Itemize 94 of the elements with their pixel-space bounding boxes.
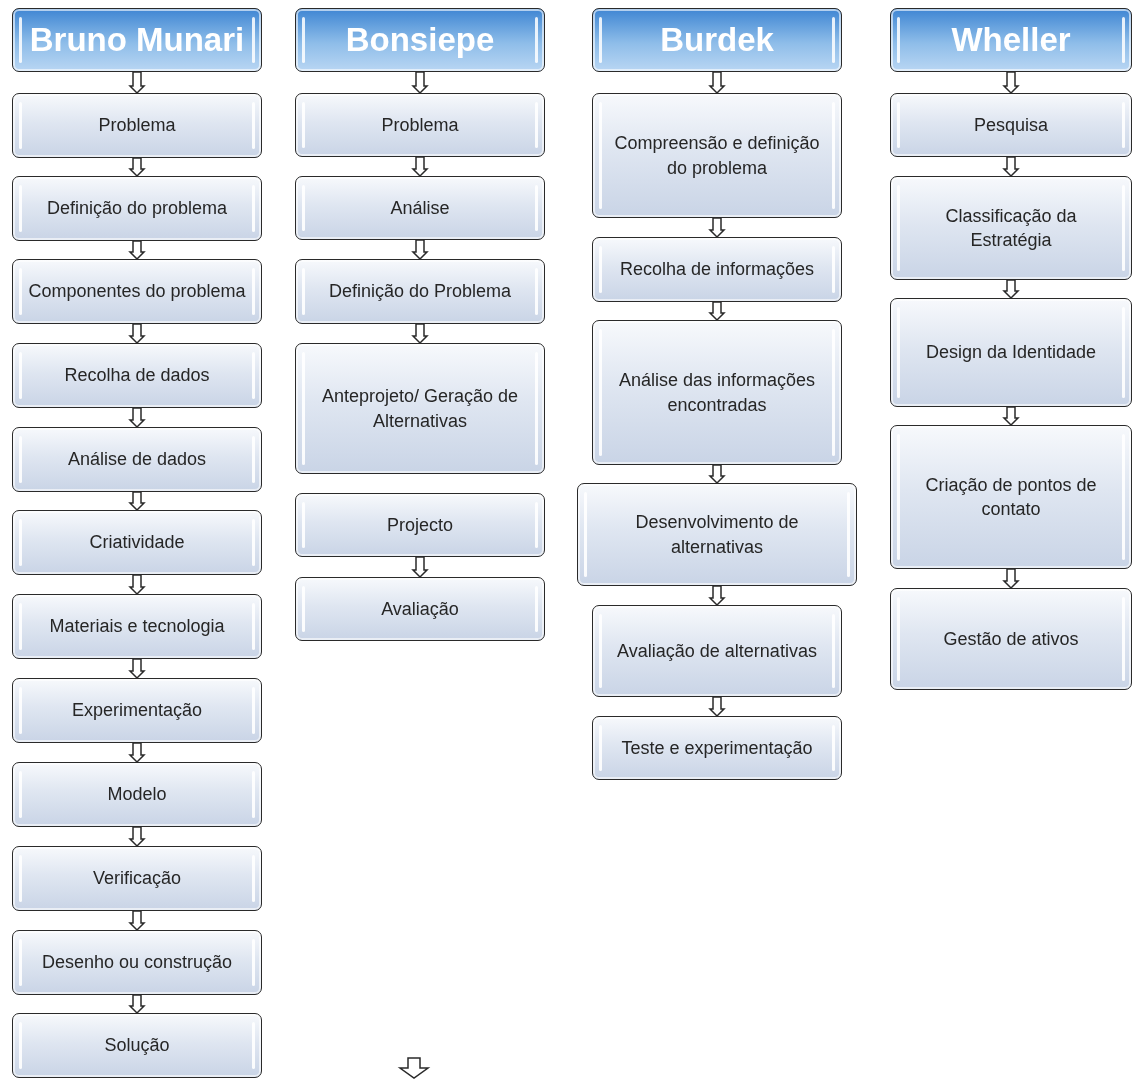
- arrow: [128, 71, 146, 95]
- step-label: Análise: [390, 196, 450, 220]
- step-label: Compreensão e definição do problema: [613, 132, 821, 180]
- step-label: Definição do Problema: [328, 280, 512, 304]
- process-box: [12, 93, 262, 158]
- step-label: Solução: [104, 1034, 170, 1058]
- arrow: [411, 323, 429, 345]
- column-title: Burdek: [660, 19, 774, 60]
- arrow: [128, 910, 146, 932]
- arrow: [708, 464, 726, 485]
- arrow: [128, 994, 146, 1015]
- arrow: [411, 556, 429, 579]
- process-box: [295, 176, 545, 240]
- process-box: [12, 510, 262, 575]
- step-label: Gestão de ativos: [943, 627, 1079, 651]
- process-box: [12, 594, 262, 659]
- arrow: [411, 239, 429, 261]
- process-box: [592, 320, 842, 465]
- step-label: Design da Identidade: [925, 341, 1097, 365]
- header-box: [592, 8, 842, 72]
- step-label: Pesquisa: [973, 113, 1049, 137]
- process-box: [12, 427, 262, 492]
- column-title: Bonsiepe: [345, 19, 495, 60]
- process-box: [12, 259, 262, 324]
- process-box: [12, 762, 262, 827]
- step-label: Avaliação: [381, 597, 459, 621]
- arrow: [128, 157, 146, 178]
- process-box: [577, 483, 857, 586]
- process-box: [592, 93, 842, 218]
- process-box: [592, 237, 842, 302]
- process-box: [890, 298, 1132, 407]
- step-label: Projecto: [386, 513, 453, 537]
- step-label: Desenho ou construção: [41, 951, 233, 975]
- process-box: [592, 716, 842, 780]
- step-label: Criação de pontos de contato: [924, 473, 1098, 521]
- process-box: [890, 425, 1132, 569]
- header-box: [295, 8, 545, 72]
- process-box: [890, 176, 1132, 280]
- process-box: [12, 343, 262, 408]
- process-box: [295, 343, 545, 474]
- process-box: [12, 1013, 262, 1078]
- arrow: [128, 323, 146, 345]
- column-title: Wheller: [951, 19, 1071, 60]
- arrow: [708, 696, 726, 718]
- arrow: [1002, 568, 1020, 590]
- process-box: [12, 846, 262, 911]
- step-label: Modelo: [107, 783, 167, 807]
- process-box: [295, 493, 545, 557]
- arrow: [1002, 156, 1020, 178]
- arrow: [128, 826, 146, 848]
- step-label: Recolha de informações: [619, 258, 815, 282]
- step-label: Teste e experimentação: [621, 736, 813, 760]
- arrow: [411, 156, 429, 178]
- step-label: Definição do problema: [46, 197, 228, 221]
- column-title: Bruno Munari: [29, 19, 245, 60]
- step-label: Recolha de dados: [64, 364, 210, 388]
- process-box: [890, 588, 1132, 690]
- arrow: [1002, 71, 1020, 95]
- arrow: [708, 301, 726, 322]
- arrow: [411, 71, 429, 95]
- step-label: Componentes do problema: [28, 280, 246, 304]
- arrow: [128, 491, 146, 512]
- step-label: Criatividade: [89, 531, 185, 555]
- process-box: [295, 93, 545, 157]
- process-box: [592, 605, 842, 697]
- header-box: [12, 8, 262, 72]
- step-label: Problema: [98, 114, 176, 138]
- arrow: [128, 742, 146, 764]
- process-box: [295, 259, 545, 324]
- process-box: [295, 577, 545, 641]
- arrow: [1002, 279, 1020, 300]
- step-label: Verificação: [92, 867, 182, 891]
- process-box: [12, 176, 262, 241]
- process-box: [890, 93, 1132, 157]
- process-box: [12, 930, 262, 995]
- arrow: [1002, 406, 1020, 427]
- arrow: [128, 407, 146, 429]
- arrow: [128, 240, 146, 261]
- arrow: [708, 217, 726, 239]
- header-box: [890, 8, 1132, 72]
- step-label: Classificação da Estratégia: [944, 204, 1078, 252]
- step-label: Análise das informações encontradas: [617, 369, 817, 417]
- step-label: Análise de dados: [67, 448, 207, 472]
- arrow: [708, 585, 726, 607]
- step-label: Problema: [381, 113, 459, 137]
- process-box: [12, 678, 262, 743]
- arrow: [128, 574, 146, 596]
- arrow: [708, 71, 726, 95]
- arrow: [128, 658, 146, 680]
- step-label: Avaliação de alternativas: [617, 639, 817, 663]
- step-label: Anteprojeto/ Geração de Alternativas: [320, 385, 520, 433]
- step-label: Experimentação: [71, 699, 203, 723]
- step-label: Materiais e tecnologia: [49, 615, 225, 639]
- step-label: Desenvolvimento de alternativas: [634, 511, 800, 559]
